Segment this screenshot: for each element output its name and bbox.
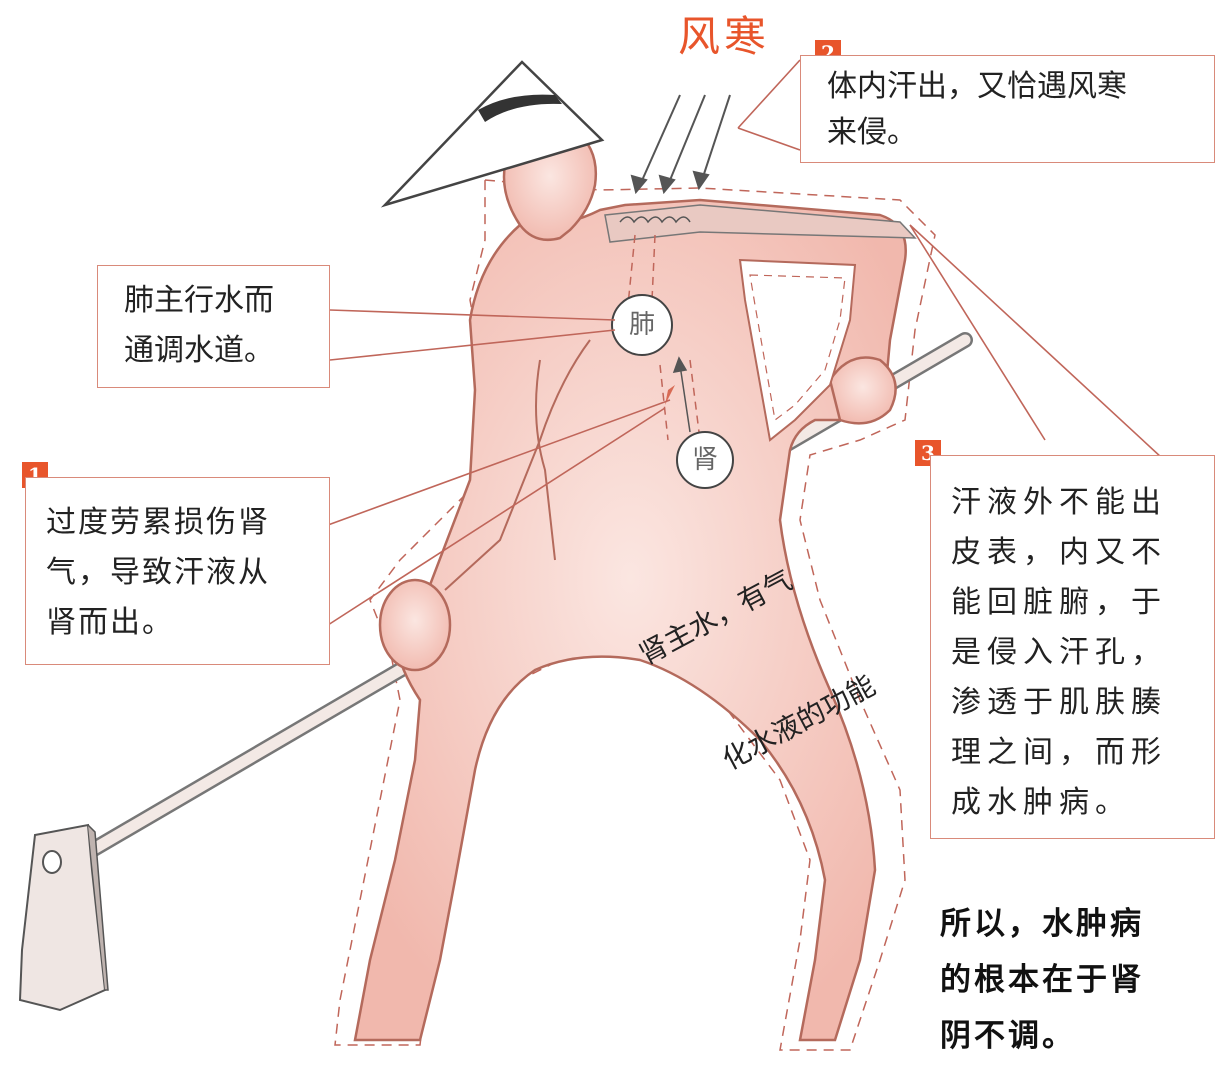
right-hand [828, 356, 897, 425]
callout-3-line-2: 皮表，内又不 [951, 535, 1167, 570]
left-hand [378, 578, 452, 672]
hoe-blade [18, 823, 107, 1012]
kidney-function-line-1: 肾主水，有气 [633, 563, 798, 672]
lung-label: 肺 [628, 310, 655, 340]
conclusion-line-2: 的根本在于肾 [940, 962, 1144, 998]
lung-callout: 肺主行水而 通调水道。 [97, 265, 330, 388]
callout-2: 体内汗出，又恰遇风寒 来侵。 [800, 55, 1215, 163]
lung-callout-line-1: 肺主行水而 [124, 283, 274, 318]
callout-2-line-2: 来侵。 [827, 115, 917, 150]
lung-circle [611, 294, 673, 356]
callout-3-line-5: 渗透于肌肤腠 [951, 685, 1167, 720]
meridian-channel [627, 234, 701, 441]
callout-3-line-1: 汗液外不能出 [951, 485, 1167, 520]
conclusion-line-3: 阴不调。 [940, 1018, 1076, 1054]
callout-1: 过度劳累损伤肾 气，导致汗液从 肾而出。 [25, 477, 330, 665]
leader-lines [327, 59, 1176, 626]
wind-arrows [630, 94, 731, 195]
callout-2-line-1: 体内汗出，又恰遇风寒 [827, 69, 1127, 104]
lung-callout-line-2: 通调水道。 [124, 333, 274, 368]
conclusion-text: 所以，水肿病 的根本在于肾 阴不调。 [940, 896, 1215, 1064]
sweat-band [604, 204, 917, 243]
kidney-function-line-2: 化水液的功能 [716, 668, 881, 777]
callout-1-line-1: 过度劳累损伤肾 [46, 505, 270, 540]
callout-3: 汗液外不能出 皮表，内又不 能回脏腑，于 是侵入汗孔， 渗透于肌肤腠 理之间，而… [930, 455, 1215, 839]
callout-1-line-2: 气，导致汗液从 [46, 555, 270, 590]
wind-cold-title: 风寒 [678, 12, 771, 61]
conclusion-line-1: 所以，水肿病 [940, 906, 1144, 942]
kidney-label: 肾 [691, 445, 718, 475]
kidney-circle [676, 431, 734, 489]
callout-3-line-3: 能回脏腑，于 [951, 585, 1167, 620]
callout-1-line-3: 肾而出。 [46, 605, 174, 640]
callout-3-line-4: 是侵入汗孔， [951, 635, 1167, 670]
callout-3-line-6: 理之间，而形 [951, 735, 1167, 770]
callout-3-line-7: 成水肿病。 [951, 785, 1131, 820]
hoe-eye [42, 850, 62, 874]
